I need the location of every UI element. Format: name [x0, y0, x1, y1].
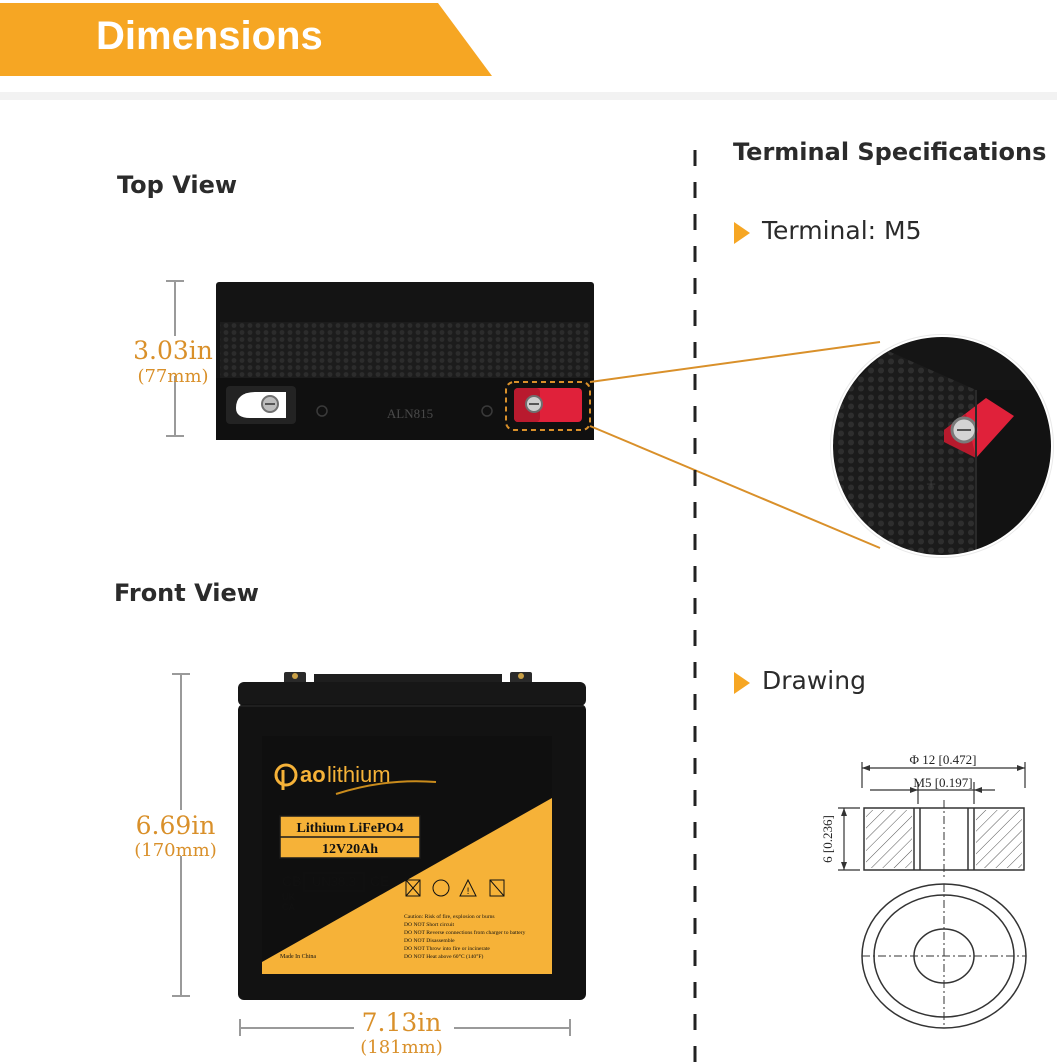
battery-rating: 12V20Ah [322, 842, 378, 857]
cert-cb: CB [282, 873, 301, 889]
top-view-height-inches: 3.03in [133, 336, 213, 365]
section-divider [693, 150, 697, 1063]
front-view-height-dimension-line [172, 673, 190, 997]
warning-line: Caution: Risk of fire, explosion or burn… [404, 913, 495, 920]
banner-title: Dimensions [96, 14, 323, 58]
model-mark: ALN815 [387, 406, 433, 421]
inner-diameter-label: M5 [0.197] [913, 775, 972, 790]
banner-background [0, 3, 1057, 100]
warning-icons: ! [405, 878, 505, 897]
warning-line: DO NOT Throw into fire or incinerate [404, 945, 490, 952]
top-view-height-dimension-line [166, 280, 184, 437]
header-banner: Dimensions [0, 0, 1057, 100]
front-view-width-dimension-line [239, 1019, 571, 1036]
warning-line: DO NOT Heat above 60°C (140°F) [404, 953, 484, 960]
terminal-spec-text: Terminal: M5 [762, 216, 922, 245]
warning-line: DO NOT Reverse connections from charger … [404, 929, 526, 936]
triangle-right-icon [734, 222, 750, 244]
triangle-right-icon [734, 672, 750, 694]
zoom-connector-lines [589, 341, 881, 549]
top-view-height-mm: (77mm) [137, 366, 209, 387]
front-view-height-mm: (170mm) [134, 840, 217, 861]
front-view-width-inches: 7.13in [361, 1008, 442, 1037]
terminal-spec-heading: Terminal Specifications [733, 138, 1047, 166]
brand-prefix: ao [300, 762, 326, 787]
height-label: 6 [0.236] [820, 815, 835, 863]
top-view-heading: Top View [117, 171, 238, 199]
battery-chemistry: Lithium LiFePO4 [297, 821, 404, 836]
warning-line: DO NOT Disassemble [404, 938, 455, 944]
battery-top-view-image: ALN815 [216, 282, 594, 440]
warning-line: DO NOT Short circuit [404, 922, 455, 928]
terminal-technical-drawing: Φ 12 [0.472] M5 [0.197] 6 [0.236] [820, 752, 1027, 1029]
svg-text:!: ! [466, 887, 470, 897]
cert-uk: UK [282, 892, 295, 902]
cert-un: UN38.3 [312, 874, 356, 889]
origin-text: Made In China [280, 954, 316, 960]
front-view-width-mm: (181mm) [360, 1037, 443, 1058]
outer-diameter-label: Φ 12 [0.472] [910, 752, 977, 767]
battery-front-view-image: ao lithium Lithium LiFePO4 12V20Ah CB UN… [238, 672, 586, 1000]
cert-ca: CA [282, 902, 295, 912]
front-view-height-inches: 6.69in [135, 811, 216, 840]
front-view-heading: Front View [114, 579, 259, 607]
cert-ce: CE [370, 873, 389, 889]
svg-text:+: + [926, 474, 936, 494]
drawing-label: Drawing [762, 666, 866, 695]
terminal-zoom-image: + [830, 334, 1054, 558]
